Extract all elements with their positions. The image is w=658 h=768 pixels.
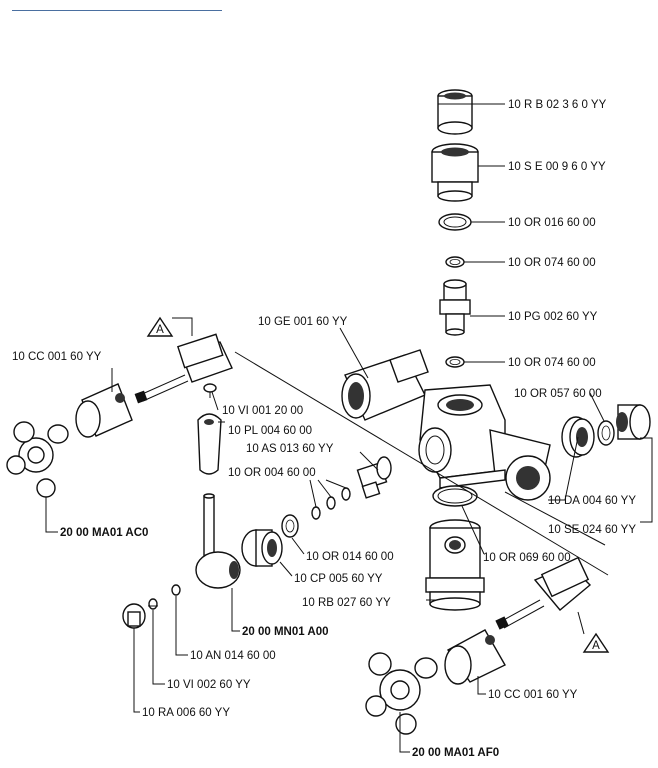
part-rb-027 <box>425 519 485 611</box>
label-or-016: 10 OR 016 60 00 <box>508 217 596 229</box>
part-cartridge-left <box>134 333 233 404</box>
label-or-069: 10 OR 069 60 00 <box>483 552 571 564</box>
part-or-004-rings <box>311 487 351 520</box>
label-se-024: 10 SE 024 60 YY <box>548 524 636 536</box>
label-an-014: 10 AN 014 60 00 <box>190 650 276 662</box>
part-rb-top-cap <box>437 89 473 135</box>
section-marker-a-right: A <box>577 611 610 653</box>
label-mn01-a00: 20 00 MN01 A00 <box>242 626 329 638</box>
label-rb-top: 10 R B 02 3 6 0 YY <box>508 99 607 111</box>
part-ra-006 <box>122 603 146 629</box>
part-pl-004 <box>197 413 222 475</box>
label-ma01-ac0: 20 00 MA01 AC0 <box>60 527 148 539</box>
label-rb-027: 10 RB 027 60 YY <box>302 597 391 609</box>
label-or-014: 10 OR 014 60 00 <box>306 551 394 563</box>
section-marker-a-left: A <box>146 316 193 337</box>
svg-text:A: A <box>592 640 600 652</box>
part-an-014 <box>171 584 181 596</box>
label-or-074-b: 10 OR 074 60 00 <box>508 357 596 369</box>
label-pg-002: 10 PG 002 60 YY <box>508 311 598 323</box>
label-se-top: 10 S E 00 9 6 0 YY <box>508 161 606 173</box>
part-pg-002 <box>439 279 471 336</box>
part-central-body <box>341 349 551 501</box>
part-vi-002 <box>148 598 158 610</box>
label-or-004: 10 OR 004 60 00 <box>228 467 316 479</box>
part-as-013 <box>356 456 392 499</box>
part-vi-001 <box>203 383 217 398</box>
part-cc-001-left <box>75 383 133 438</box>
label-ge-001: 10 GE 001 60 YY <box>258 316 348 328</box>
part-labels: 10 R B 02 3 6 0 YY 10 S E 00 9 6 0 YY 10… <box>12 99 636 759</box>
label-cc-001-left: 10 CC 001 60 YY <box>12 351 102 363</box>
label-ra-006: 10 RA 006 60 YY <box>142 707 230 719</box>
part-mn01-a00 <box>195 493 241 589</box>
label-vi-002: 10 VI 002 60 YY <box>167 679 251 691</box>
label-ma01-af0: 20 00 MA01 AF0 <box>412 747 499 759</box>
part-se-024 <box>616 404 651 440</box>
leader-lines <box>45 103 653 753</box>
svg-text:A: A <box>156 324 164 336</box>
label-vi-001: 10 VI 001 20 00 <box>222 405 303 417</box>
part-cartridge-right <box>495 556 592 630</box>
part-cc-001-right <box>444 629 506 685</box>
label-pl-004: 10 PL 004 60 00 <box>228 425 312 437</box>
label-or-074-a: 10 OR 074 60 00 <box>508 257 596 269</box>
part-handle-ma01-ac0 <box>6 421 69 498</box>
header-rule <box>12 10 222 11</box>
label-da-004: 10 DA 004 60 YY <box>548 495 636 507</box>
part-cp-005 <box>241 529 283 567</box>
part-handle-ma01-af0 <box>365 652 438 735</box>
label-or-057: 10 OR 057 60 00 <box>514 388 602 400</box>
part-se-top <box>431 143 479 202</box>
label-cp-005: 10 CP 005 60 YY <box>294 573 383 585</box>
label-cc-001-right: 10 CC 001 60 YY <box>488 689 578 701</box>
label-as-013: 10 AS 013 60 YY <box>246 443 334 455</box>
